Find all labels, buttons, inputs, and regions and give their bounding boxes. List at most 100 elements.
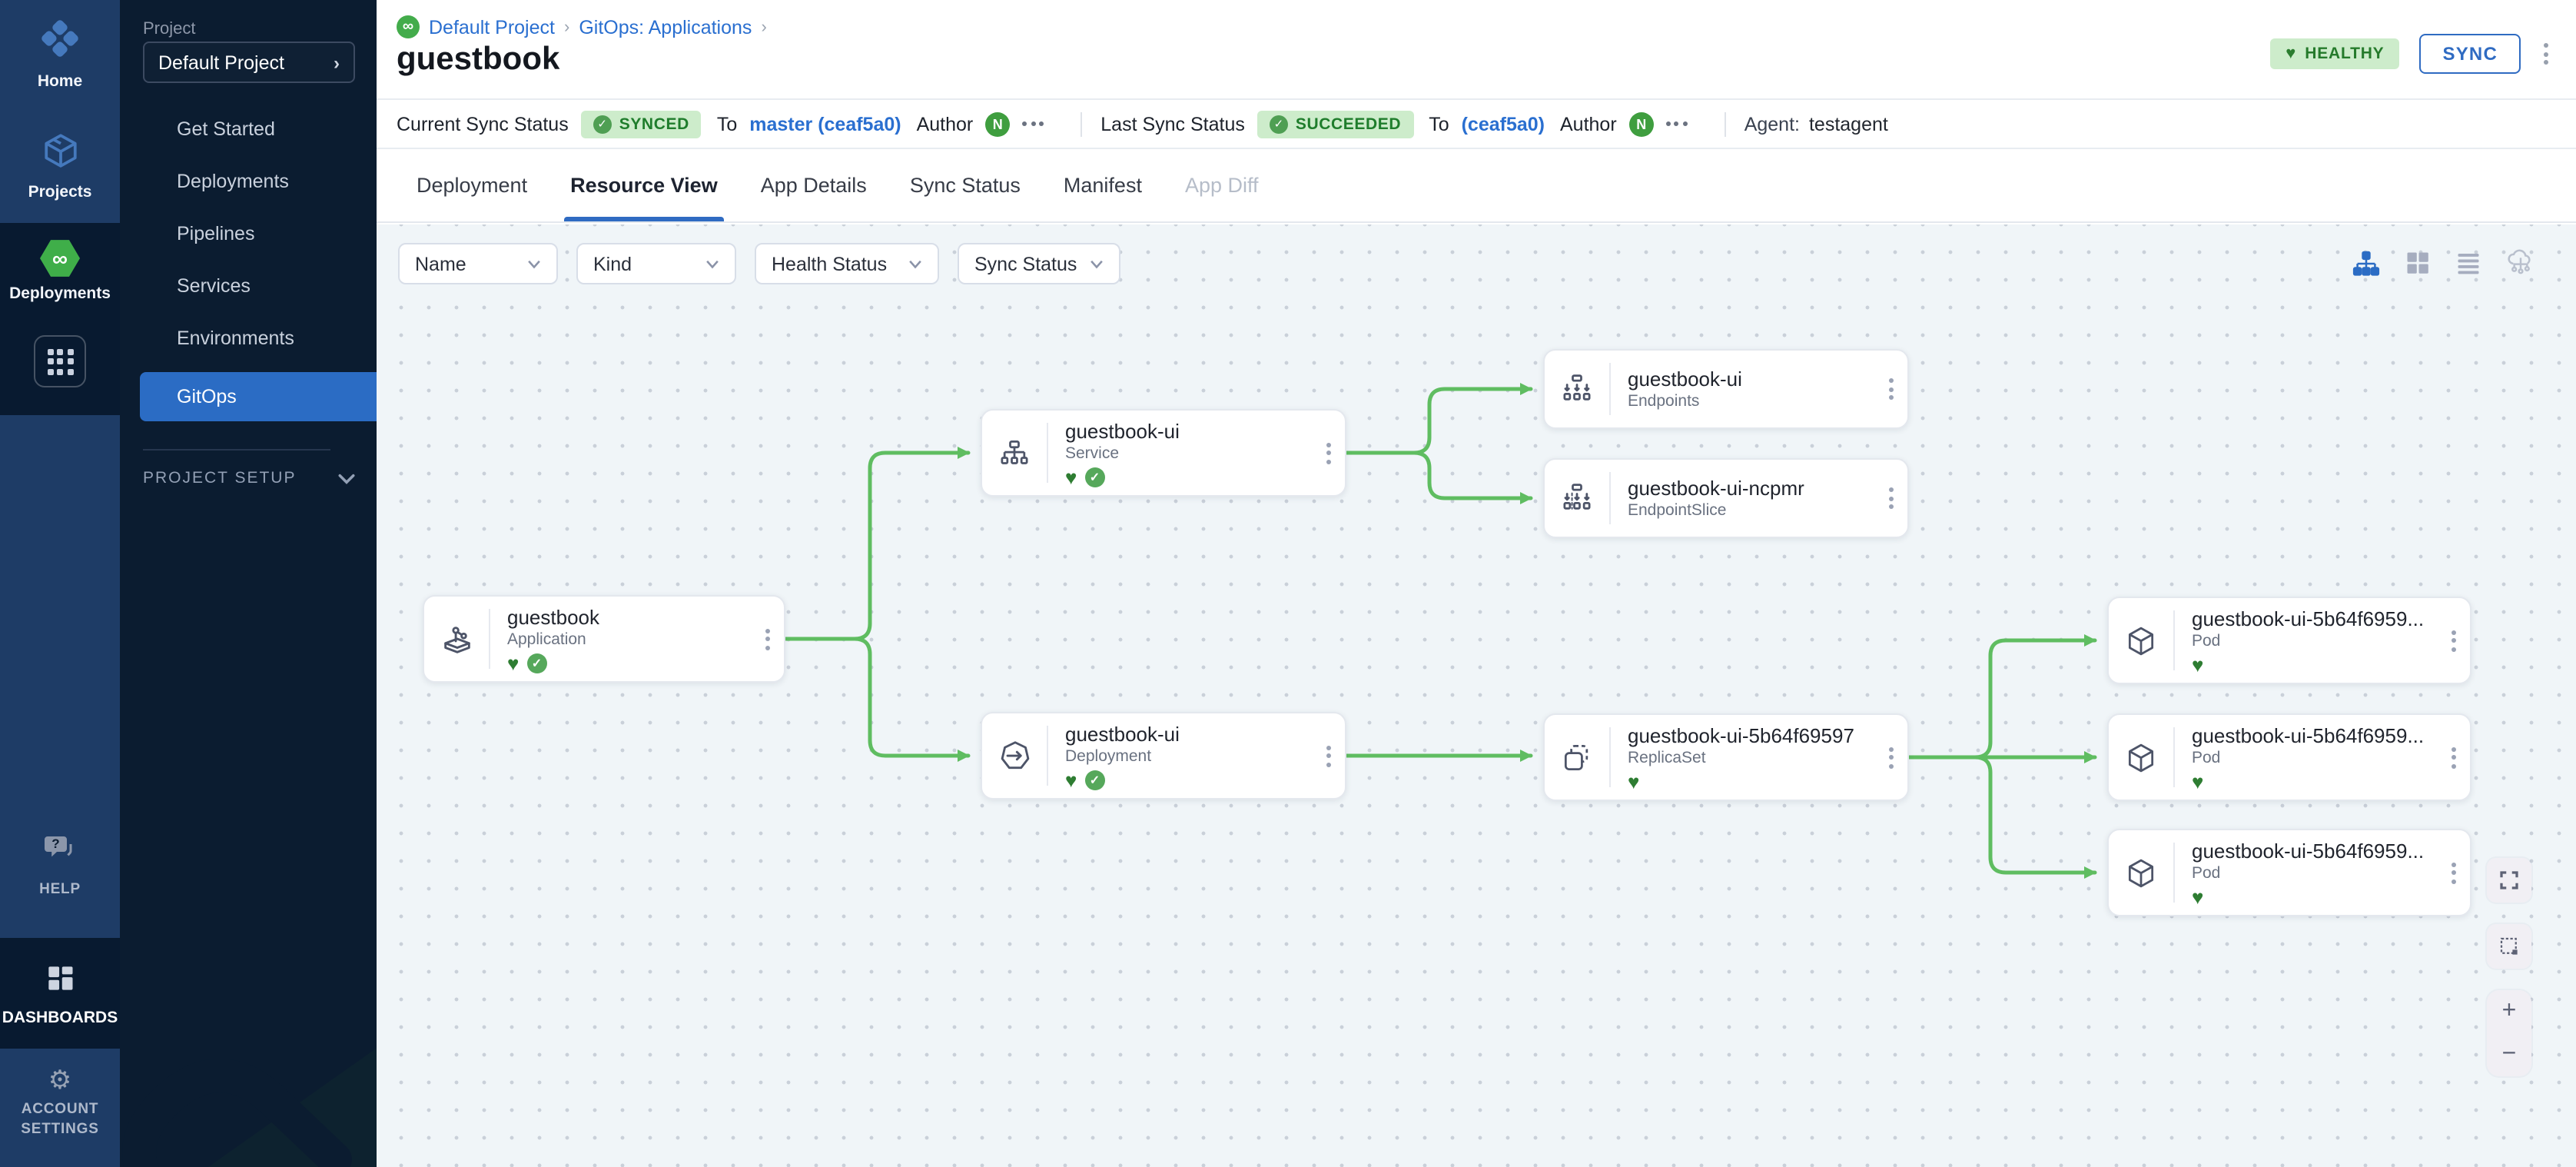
sidebar-item-gitops[interactable]: GitOps xyxy=(140,372,377,421)
resource-node-pod-2[interactable]: guestbook-ui-5b64f6959... Pod ♥ ✓ xyxy=(2107,713,2471,801)
filter-sync-status[interactable]: Sync Status xyxy=(958,243,1120,284)
node-name: guestbook-ui-5b64f6959... xyxy=(2192,607,2425,630)
filter-health-status[interactable]: Health Status xyxy=(755,243,939,284)
selection-zoom-button[interactable] xyxy=(2487,924,2531,969)
chevron-down-icon xyxy=(706,259,719,268)
tab-sync-status[interactable]: Sync Status xyxy=(909,174,1021,197)
tree-view-icon[interactable] xyxy=(2352,248,2381,278)
home-icon xyxy=(40,18,80,66)
healthy-heart-icon: ♥ xyxy=(507,652,520,675)
project-selector-value: Default Project xyxy=(158,52,284,73)
node-menu-button[interactable] xyxy=(1311,713,1345,798)
projects-icon xyxy=(41,131,79,177)
tab-resource-view[interactable]: Resource View xyxy=(549,149,739,221)
nav-account-settings[interactable]: ⚙ ACCOUNT SETTINGS xyxy=(0,1066,120,1139)
tab-app-details[interactable]: App Details xyxy=(760,174,867,197)
zoom-in-button[interactable]: + xyxy=(2501,998,2517,1024)
node-menu-button[interactable] xyxy=(750,597,784,681)
module-picker-button[interactable] xyxy=(34,335,86,387)
network-view-icon[interactable] xyxy=(2505,248,2536,278)
node-kind: EndpointSlice xyxy=(1628,501,1727,520)
grid-view-icon[interactable] xyxy=(2404,249,2432,277)
tab-manifest[interactable]: Manifest xyxy=(1063,174,1142,197)
check-circle-icon: ✓ xyxy=(1269,115,1288,133)
pod-icon xyxy=(2109,598,2173,683)
sidebar-item-deployments[interactable]: Deployments xyxy=(177,171,289,192)
project-setup-toggle[interactable]: PROJECT SETUP xyxy=(143,469,355,487)
sidebar-divider xyxy=(143,449,330,451)
to-label: To xyxy=(716,113,738,135)
resource-node-replicaset[interactable]: guestbook-ui-5b64f69597 ReplicaSet ♥ ✓ xyxy=(1543,713,1909,801)
sidebar-item-environments[interactable]: Environments xyxy=(177,327,294,349)
deployments-icon: ∞ xyxy=(40,240,80,277)
list-view-icon[interactable] xyxy=(2455,249,2482,277)
resource-node-pod-3[interactable]: guestbook-ui-5b64f6959... Pod ♥ ✓ xyxy=(2107,829,2471,916)
divider xyxy=(1609,727,1611,787)
node-menu-button[interactable] xyxy=(1874,715,1907,800)
commit-details-button[interactable] xyxy=(1022,121,1044,126)
healthy-heart-icon: ♥ xyxy=(1065,769,1077,792)
zoom-out-button[interactable]: − xyxy=(2501,1041,2517,1067)
last-revision-link[interactable]: (ceaf5a0) xyxy=(1461,113,1545,135)
module-grid-icon xyxy=(47,348,73,374)
gitops-app-icon: ∞ xyxy=(397,15,420,38)
divider xyxy=(1609,472,1611,524)
resource-node-service[interactable]: guestbook-ui Service ♥ ✓ xyxy=(981,409,1346,497)
breadcrumb-project-link[interactable]: Default Project xyxy=(429,16,555,38)
node-menu-button[interactable] xyxy=(2436,715,2470,800)
divider xyxy=(2173,843,2175,903)
gear-icon: ⚙ xyxy=(48,1066,72,1096)
resource-node-endpointslice[interactable]: guestbook-ui-ncpmr EndpointSlice xyxy=(1543,458,1909,538)
synced-check-icon: ✓ xyxy=(1084,770,1105,790)
tab-app-diff: App Diff xyxy=(1184,174,1259,197)
node-menu-button[interactable] xyxy=(1874,460,1907,537)
sidebar-item-pipelines[interactable]: Pipelines xyxy=(177,223,255,244)
node-menu-button[interactable] xyxy=(2436,830,2470,915)
node-name: guestbook-ui-ncpmr xyxy=(1628,477,1804,500)
resource-tree-canvas[interactable]: Name Kind Health Status Sync Status xyxy=(377,224,2576,1167)
node-menu-button[interactable] xyxy=(1311,411,1345,495)
current-revision-link[interactable]: master (ceaf5a0) xyxy=(749,113,901,135)
nav-deployments[interactable]: ∞ Deployments xyxy=(0,238,120,303)
filter-name[interactable]: Name xyxy=(398,243,558,284)
node-name: guestbook xyxy=(507,606,599,629)
node-menu-button[interactable] xyxy=(2436,598,2470,683)
nav-home[interactable]: Home xyxy=(0,18,120,91)
sidebar-item-get-started[interactable]: Get Started xyxy=(177,118,275,140)
commit-details-button[interactable] xyxy=(1665,121,1688,126)
nav-projects[interactable]: Projects xyxy=(0,131,120,201)
breadcrumb-separator: › xyxy=(563,18,570,36)
project-sidebar: Project Default Project › Get Started De… xyxy=(120,0,377,1167)
breadcrumb-applications-link[interactable]: GitOps: Applications xyxy=(579,16,752,38)
dashboards-icon xyxy=(43,961,77,1002)
resource-node-deployment[interactable]: guestbook-ui Deployment ♥ ✓ xyxy=(981,712,1346,800)
nav-help[interactable]: ? HELP xyxy=(0,830,120,899)
resource-node-pod-1[interactable]: guestbook-ui-5b64f6959... Pod ♥ ✓ xyxy=(2107,597,2471,684)
resource-node-application[interactable]: guestbook Application ♥ ✓ xyxy=(423,595,785,683)
divider xyxy=(1724,111,1726,136)
chevron-right-icon: › xyxy=(334,52,340,73)
author-avatar: N xyxy=(985,111,1011,136)
nav-deployments-label: Deployments xyxy=(9,284,111,303)
app-menu-button[interactable] xyxy=(2541,40,2551,68)
nav-dashboards[interactable]: DASHBOARDS xyxy=(0,961,120,1027)
app-tabs: Deployment Resource View App Details Syn… xyxy=(377,149,2576,223)
node-status: ♥ ✓ xyxy=(2192,655,2436,675)
tab-deployment[interactable]: Deployment xyxy=(417,174,528,197)
sync-button[interactable]: SYNC xyxy=(2419,34,2521,74)
project-setup-label: PROJECT SETUP xyxy=(143,469,297,487)
node-kind: Pod xyxy=(2192,632,2221,650)
filter-kind[interactable]: Kind xyxy=(576,243,736,284)
last-sync-badge: ✓ SUCCEEDED xyxy=(1256,110,1414,138)
author-label: Author xyxy=(916,113,974,135)
healthy-heart-icon: ♥ xyxy=(2192,770,2204,793)
current-sync-badge: ✓ SYNCED xyxy=(580,110,702,138)
project-selector[interactable]: Default Project › xyxy=(143,42,355,83)
fit-to-screen-button[interactable] xyxy=(2487,858,2531,903)
sidebar-item-services[interactable]: Services xyxy=(177,275,251,297)
node-menu-button[interactable] xyxy=(1874,351,1907,427)
page-title: guestbook xyxy=(397,42,560,77)
service-icon xyxy=(982,411,1047,495)
dashed-selection-icon xyxy=(2500,937,2518,955)
resource-node-endpoints[interactable]: guestbook-ui Endpoints xyxy=(1543,349,1909,429)
